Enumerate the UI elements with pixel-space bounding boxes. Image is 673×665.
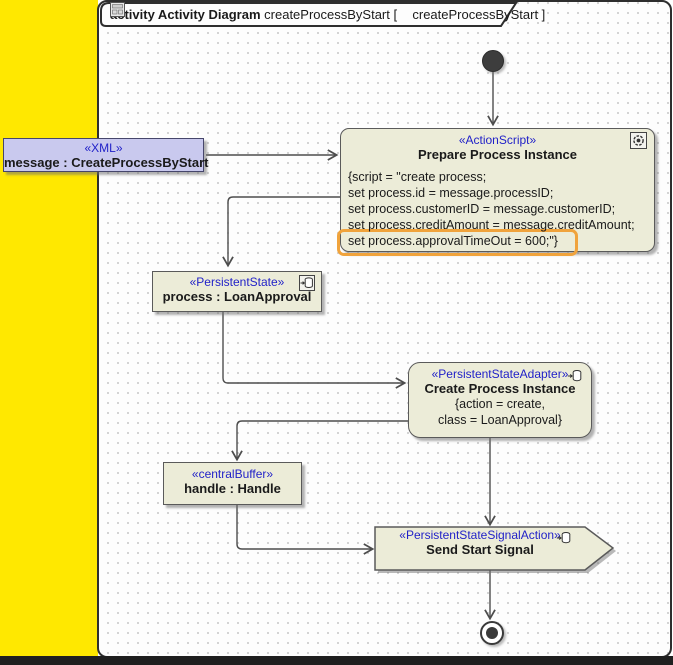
script-body: {script = "create process; set process.i… (348, 169, 635, 249)
database-sync-icon (567, 369, 583, 388)
title-keyword: activity Activity Diagram (110, 7, 261, 22)
title-tab-shape (100, 2, 518, 27)
adapter-name: Create Process Instance (424, 381, 576, 396)
central-buffer-stereotype: «centralBuffer» (191, 467, 274, 481)
diagram-title: activity Activity Diagram createProcessB… (110, 2, 545, 27)
edge-create-to-handle[interactable] (231, 420, 408, 462)
title-ref: createProcessByStart ] (412, 7, 546, 22)
send-signal-name: Send Start Signal (426, 542, 534, 557)
persistent-state-node[interactable]: «PersistentState» process : LoanApproval (152, 271, 322, 312)
adapter-constraint: {action = create, (455, 397, 545, 411)
script-line: set process.id = message.processID; (348, 186, 554, 200)
xml-object-node[interactable]: «XML» message : CreateProcessByStart (3, 138, 209, 172)
title-context: createProcessByStart [ (264, 7, 398, 22)
xml-name: message : CreateProcessByStart (4, 155, 209, 170)
edge-prepare-to-process-state[interactable] (222, 196, 340, 268)
diagram-title-tab[interactable]: activity Activity Diagram createProcessB… (100, 2, 545, 28)
central-buffer-name: handle : Handle (184, 481, 281, 496)
send-signal-stereotype: «PersistentStateSignalAction» (399, 528, 561, 542)
background-strip (0, 0, 98, 658)
xml-stereotype: «XML» (84, 141, 123, 155)
script-line-highlighted: set process.approvalTimeOut = 600;"} (348, 234, 558, 248)
database-icon (299, 275, 315, 296)
adapter-stereotype: «PersistentStateAdapter» (431, 367, 569, 381)
send-signal-shape (374, 526, 616, 573)
initial-node[interactable] (482, 50, 504, 72)
persistent-state-adapter-node[interactable]: «PersistentStateAdapter» Create Process … (408, 362, 592, 438)
central-buffer-node[interactable]: «centralBuffer» handle : Handle (163, 462, 302, 505)
edge-process-state-to-create[interactable] (222, 312, 407, 389)
action-script-name: Prepare Process Instance (418, 147, 577, 162)
adapter-constraint: class = LoanApproval} (437, 413, 563, 427)
send-signal-node[interactable]: «PersistentStateSignalAction» Send Start… (372, 524, 620, 576)
gear-icon (630, 132, 647, 154)
script-line: {script = "create process; (348, 170, 487, 184)
persistent-state-stereotype: «PersistentState» (189, 275, 285, 289)
send-signal-text: «PersistentStateSignalAction» Send Start… (375, 528, 585, 557)
activity-final-node[interactable] (480, 621, 504, 645)
bottom-border (0, 656, 673, 665)
final-node-core (486, 627, 498, 639)
script-line: set process.creditAmount = message.credi… (348, 218, 635, 232)
script-line: set process.customerID = message.custome… (348, 202, 616, 216)
action-script-node[interactable]: «ActionScript» Prepare Process Instance … (337, 128, 655, 256)
highlight-box (337, 229, 578, 256)
edge-handle-to-send-signal[interactable] (236, 505, 375, 555)
action-script-stereotype: «ActionScript» (458, 133, 537, 147)
persistent-state-name: process : LoanApproval (162, 289, 312, 304)
